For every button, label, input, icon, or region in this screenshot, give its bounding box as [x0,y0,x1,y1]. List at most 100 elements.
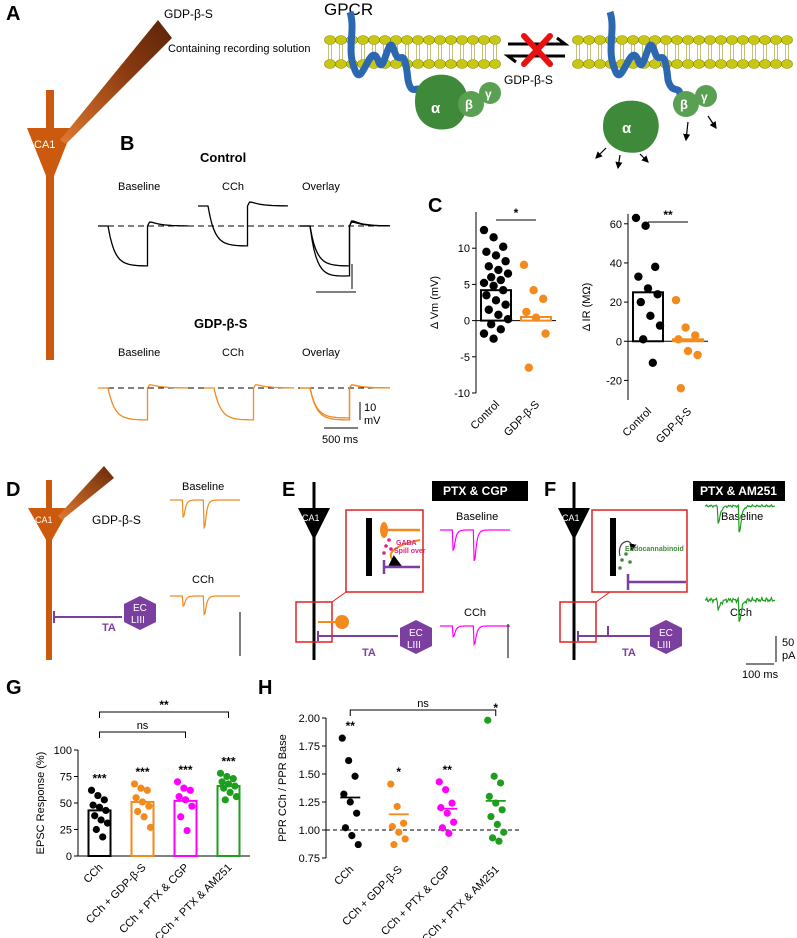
lipid-head [737,35,749,45]
bracket-label: ns [137,720,149,732]
f-scale-i-value: 50 [782,637,794,649]
gdp-header: GDP-β-S [194,316,248,331]
lipid-head [737,59,749,69]
voltage-trace [198,201,288,247]
epsc-trace [704,503,776,533]
e-spillover-label: Spill over [394,548,426,555]
data-point [229,775,237,783]
f-ec-hexagon [650,620,682,654]
g-beta-free [673,91,699,117]
voltage-trace [98,384,188,421]
data-point [479,225,489,235]
lipid-head [682,35,694,45]
gamma-label: γ [485,87,492,101]
b-baseline-label: Baseline [118,181,160,193]
data-point [491,296,501,305]
lipid-head [335,59,347,69]
data-point [218,778,226,786]
data-point [387,780,395,788]
data-point [494,310,503,320]
data-point [438,824,447,832]
lipid-head [594,35,606,45]
data-point [180,784,188,792]
data-point [488,834,497,842]
lipid-head [324,35,336,45]
data-point [346,798,354,806]
data-point [437,804,445,812]
y-axis-label: Δ Vm (mV) [429,276,441,329]
e-gaba-label: GABA [396,540,417,547]
d-ec-hexagon [124,596,156,630]
data-point [390,840,398,849]
neuron-soma [27,128,73,186]
data-point [482,291,491,300]
e-epsc-traces [440,529,510,646]
data-point [351,772,359,780]
y-axis-label: Δ IR (MΩ) [581,283,593,332]
pipette-drug-label: GDP-β-S [164,7,213,21]
data-point [186,786,194,794]
g-gamma-free [695,85,717,107]
y-tick-label: 60 [610,219,622,231]
lipid-head [335,35,347,45]
lipid-head [423,35,435,45]
f-epsc-traces [704,503,776,622]
bracket-label: ** [159,698,169,712]
epsc-trace [440,625,510,646]
panel-label-f: F [544,479,556,501]
data-point [130,780,139,788]
data-point [651,262,660,272]
gamma-free-label: γ [701,90,708,104]
data-point [100,796,108,804]
e-zoom-inset [345,509,424,593]
data-point [175,793,183,801]
bracket-label: ns [417,698,429,710]
significance-star: * [514,206,519,220]
e-ec-label: EC [409,628,423,639]
y-tick-label: -5 [460,352,470,364]
data-point [631,213,641,223]
significance-star: *** [135,765,149,779]
data-point [143,786,151,794]
beta-label: β [465,97,473,112]
forward-arrow [508,36,570,46]
x-tick-label: CCh [82,862,106,886]
lipid-head [456,35,468,45]
data-point [448,799,456,807]
lipid-head [715,59,727,69]
lipid-head [368,35,380,45]
f-scale-i-unit: pA [782,650,796,662]
lipid-head [594,59,606,69]
data-point [519,260,529,270]
voltage-trace [204,384,294,421]
data-point [92,825,100,834]
data-point [134,807,142,816]
f-retrograde-arrow [618,540,637,557]
data-point [232,793,241,801]
data-point [487,812,495,821]
b-scale-v-value: 10 [364,402,376,414]
voltage-trace [300,220,391,277]
y-tick-label: 2.00 [299,713,320,725]
data-point [500,828,508,836]
e-zoom-line [331,591,347,603]
lipid-head [478,35,490,45]
f-cell-label: CA1 [562,513,580,523]
data-point [529,285,538,295]
data-point [493,820,501,829]
data-point [490,772,498,780]
lipid-head [478,59,490,69]
data-point [492,799,500,807]
lipid-head [412,35,424,45]
pipette [60,20,172,144]
lipid-head [572,35,584,45]
data-point [95,803,104,811]
data-point [487,272,496,282]
lipid-head [693,35,705,45]
lipid-head [401,35,413,45]
f-endocannabinoid-label: Endocannabinoid [625,546,684,553]
data-point [137,784,145,792]
significance-star: ** [663,208,673,222]
